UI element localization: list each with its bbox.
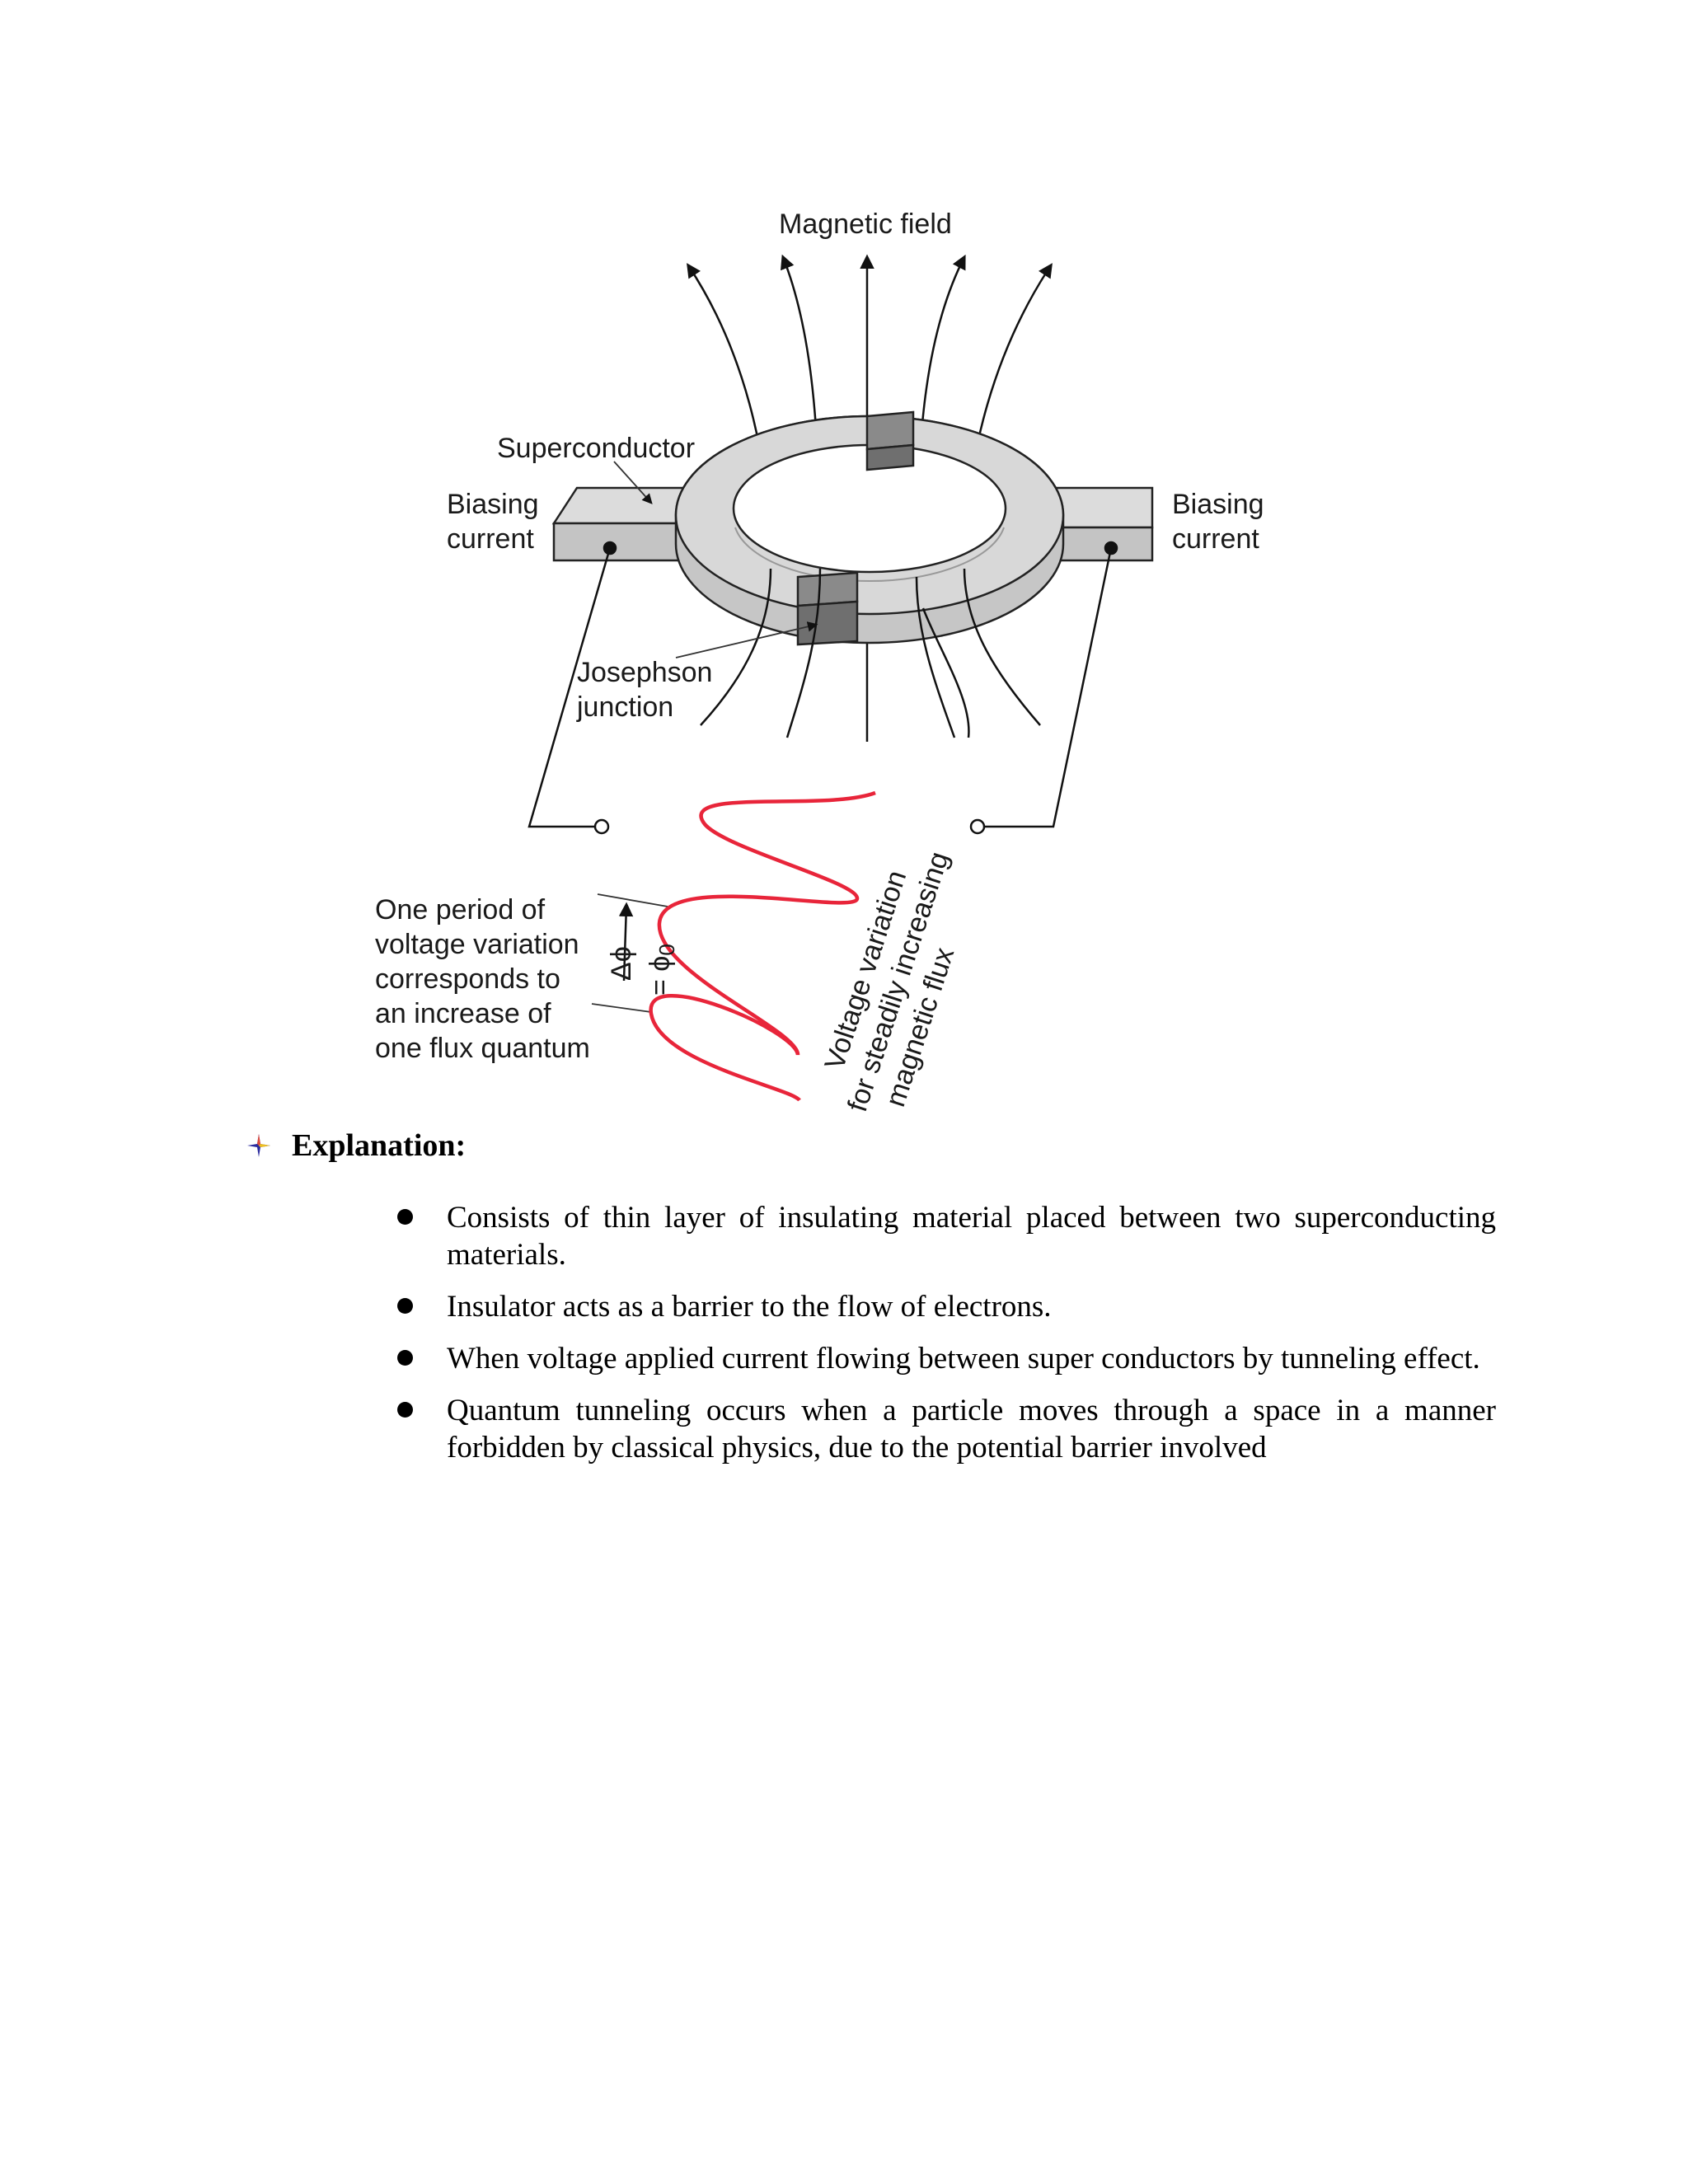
field-lines-lower <box>700 568 1041 738</box>
leader-lines <box>591 461 818 1013</box>
label-superconductor: Superconductor <box>497 433 695 464</box>
bullet-dot-icon <box>397 1350 413 1366</box>
list-item: Quantum tunneling occurs when a particle… <box>387 1392 1496 1466</box>
section-heading: Explanation: <box>246 1127 466 1164</box>
bullet-dot-icon <box>397 1209 413 1225</box>
section-heading-text: Explanation: <box>292 1128 467 1163</box>
bullet-dot-icon <box>397 1402 413 1418</box>
josephson-junction-bottom <box>796 571 859 646</box>
right-bias-wire <box>969 541 1118 835</box>
four-point-star-icon <box>247 1134 270 1157</box>
delta-phi-arrow <box>618 902 634 982</box>
list-item: Insulator acts as a barrier to the flow … <box>387 1288 1496 1325</box>
list-item: Consists of thin layer of insulating mat… <box>387 1199 1496 1273</box>
explanation-list: Consists of thin layer of insulating mat… <box>387 1199 1496 1481</box>
label-josephson-junction: Josephson junction <box>576 657 720 723</box>
josephson-junction-top <box>865 410 915 471</box>
squid-diagram: Magnetic field Superconductor Biasing cu… <box>375 209 1272 1126</box>
label-biasing-left: Biasing current <box>447 489 546 555</box>
bullet-dot-icon <box>397 1298 413 1314</box>
label-voltage-variation: Voltage variation for steadily increasin… <box>809 830 991 1126</box>
voltage-waveform <box>649 790 876 1102</box>
label-magnetic-field: Magnetic field <box>779 209 952 240</box>
label-phi-zero: = ϕ0 <box>645 944 679 996</box>
label-biasing-right: Biasing current <box>1172 489 1272 555</box>
label-flux-quantum-period: One period of voltage variation correspo… <box>375 894 590 1064</box>
left-bias-wire <box>528 541 617 835</box>
label-delta-phi: Δϕ <box>606 946 637 981</box>
list-item: When voltage applied current flowing bet… <box>387 1340 1496 1377</box>
